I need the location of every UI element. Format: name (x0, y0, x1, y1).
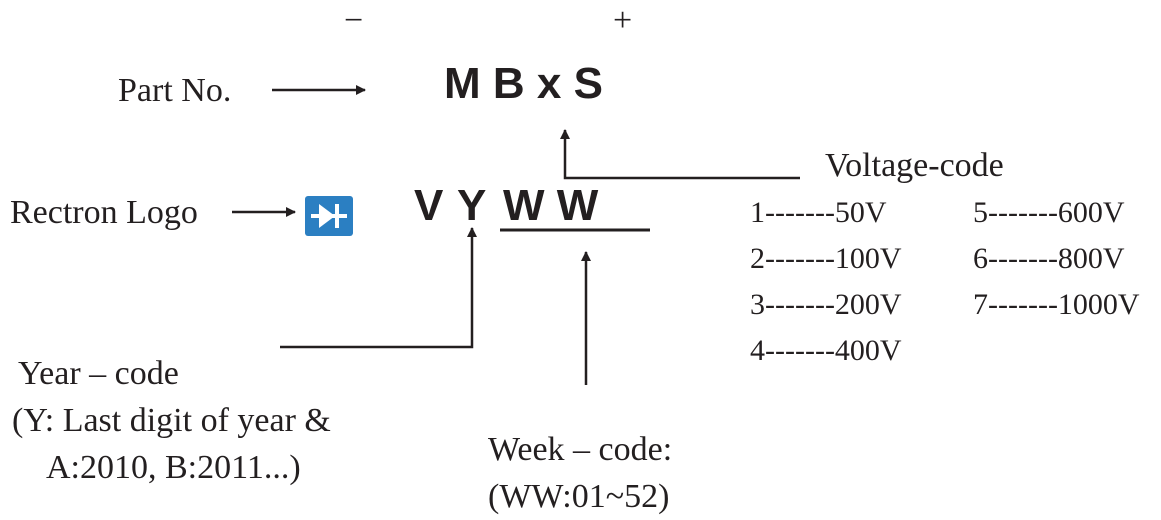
voltage-item: 7-------1000V (973, 288, 1140, 321)
voltage-item: 3-------200V (750, 288, 902, 321)
minus-sign: − (344, 2, 364, 39)
voltage-item: 2-------100V (750, 242, 902, 275)
voltage-leader (560, 129, 800, 180)
y-code: Y (457, 181, 487, 230)
voltage-item: 6-------800V (973, 242, 1125, 275)
voltage-list-right: 5-------600V 6-------800V 7-------1000V (973, 196, 1140, 324)
plus-sign: + (613, 2, 633, 39)
voltage-item: 1-------50V (750, 196, 887, 229)
year-leader (280, 227, 477, 349)
rectron-logo-icon (305, 196, 353, 236)
voltage-item: 4-------400V (750, 334, 902, 367)
year-code-line2: A:2010, B:2011...) (46, 449, 301, 486)
ww-code: W W (503, 181, 599, 230)
week-code-line1: (WW:01~52) (488, 478, 670, 515)
logo-label: Rectron Logo (10, 194, 198, 231)
part-code: M B x S (444, 59, 603, 108)
year-code-title: Year – code (18, 355, 179, 392)
voltage-code-title: Voltage-code (825, 147, 1004, 184)
part-no-label: Part No. (118, 72, 232, 109)
voltage-list-left: 1-------50V 2-------100V 3-------200V 4-… (750, 196, 902, 370)
year-code-line1: (Y: Last digit of year & (12, 402, 331, 439)
week-code-title: Week – code: (488, 431, 673, 468)
voltage-item: 5-------600V (973, 196, 1125, 229)
v-code: V (414, 181, 444, 230)
